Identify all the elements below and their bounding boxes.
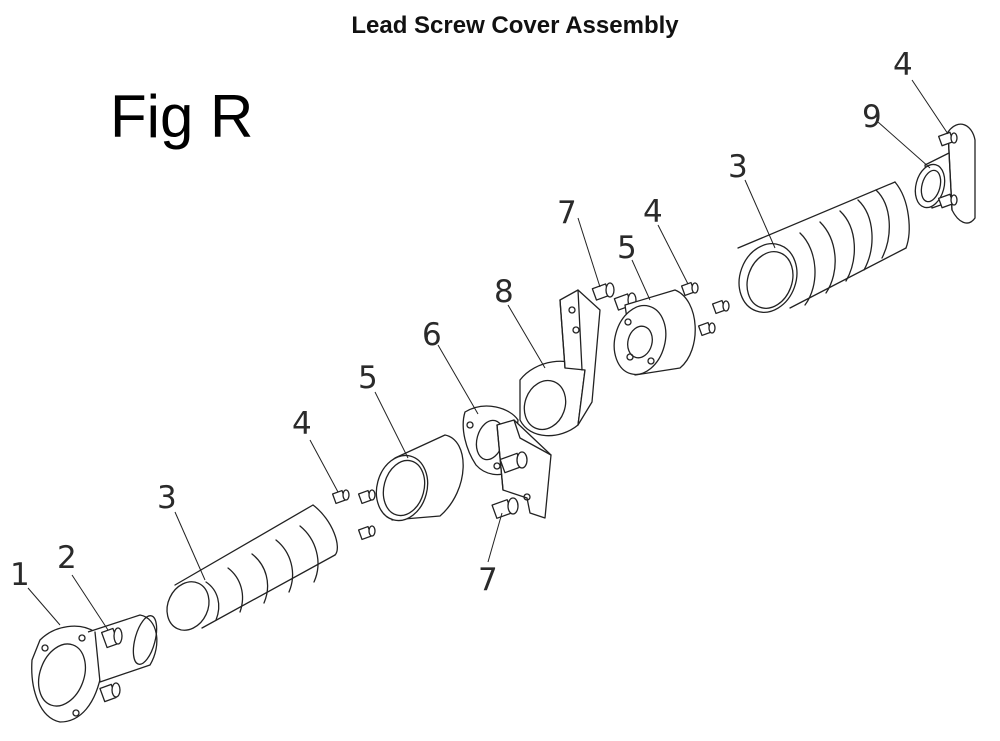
callout-4-mid: 4 [643,194,663,230]
part-7-bracket-lower [491,419,552,519]
part-1-end-flange [31,614,158,723]
part-3-bellows-left [166,504,338,631]
part-4-screws-mid [680,281,730,337]
callout-5-right: 5 [617,230,637,266]
part-5-sleeve-right [613,289,696,376]
part-4-flange-right [938,123,976,224]
callout-7-upper: 7 [557,195,577,231]
callout-5-left: 5 [358,360,378,396]
callout-3-right: 3 [728,149,748,185]
part-4-screws-left [331,489,376,541]
callout-1: 1 [10,557,30,593]
part-2-screws [99,627,123,703]
callout-6: 6 [422,317,442,353]
part-8-bracket [519,289,601,437]
diagram-title: Lead Screw Cover Assembly [351,12,679,39]
part-3-bellows-right [737,181,910,313]
callout-4-right: 4 [893,47,913,83]
callout-2: 2 [57,540,77,576]
figure-label: Fig R [110,83,254,150]
leader-lines [27,79,949,631]
callout-8: 8 [494,274,514,310]
part-5-sleeve-left [375,434,464,522]
callout-9: 9 [862,99,882,135]
callout-3-left: 3 [157,480,177,516]
callout-4-left: 4 [292,406,312,442]
callout-numbers: 1 2 3 4 5 6 7 8 7 4 5 3 9 4 [10,47,913,598]
callout-7-lower: 7 [478,562,498,598]
